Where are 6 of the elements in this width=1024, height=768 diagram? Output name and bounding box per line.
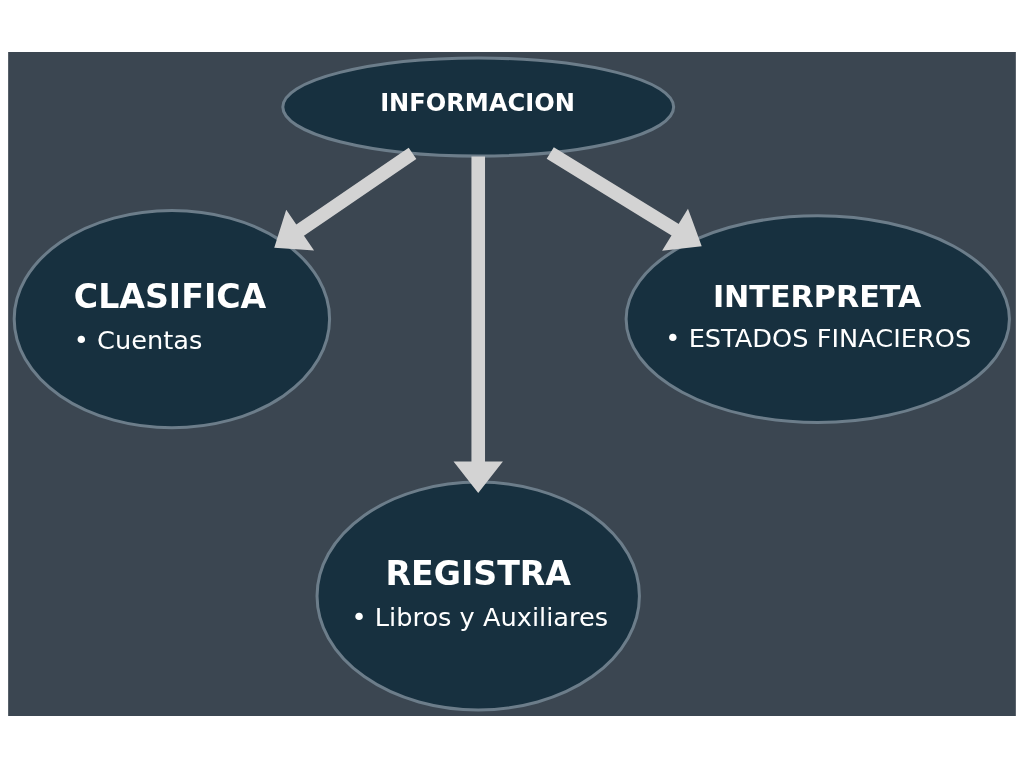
arrow [453, 156, 503, 493]
arrow [274, 147, 417, 251]
arrow [546, 147, 702, 251]
node-ellipse: INTERPRETA • ESTADOS FINACIEROS [624, 214, 1011, 424]
node-ellipse: INFORMACION [281, 56, 676, 158]
node-ellipse: REGISTRA • Libros y Auxiliares [315, 480, 641, 712]
